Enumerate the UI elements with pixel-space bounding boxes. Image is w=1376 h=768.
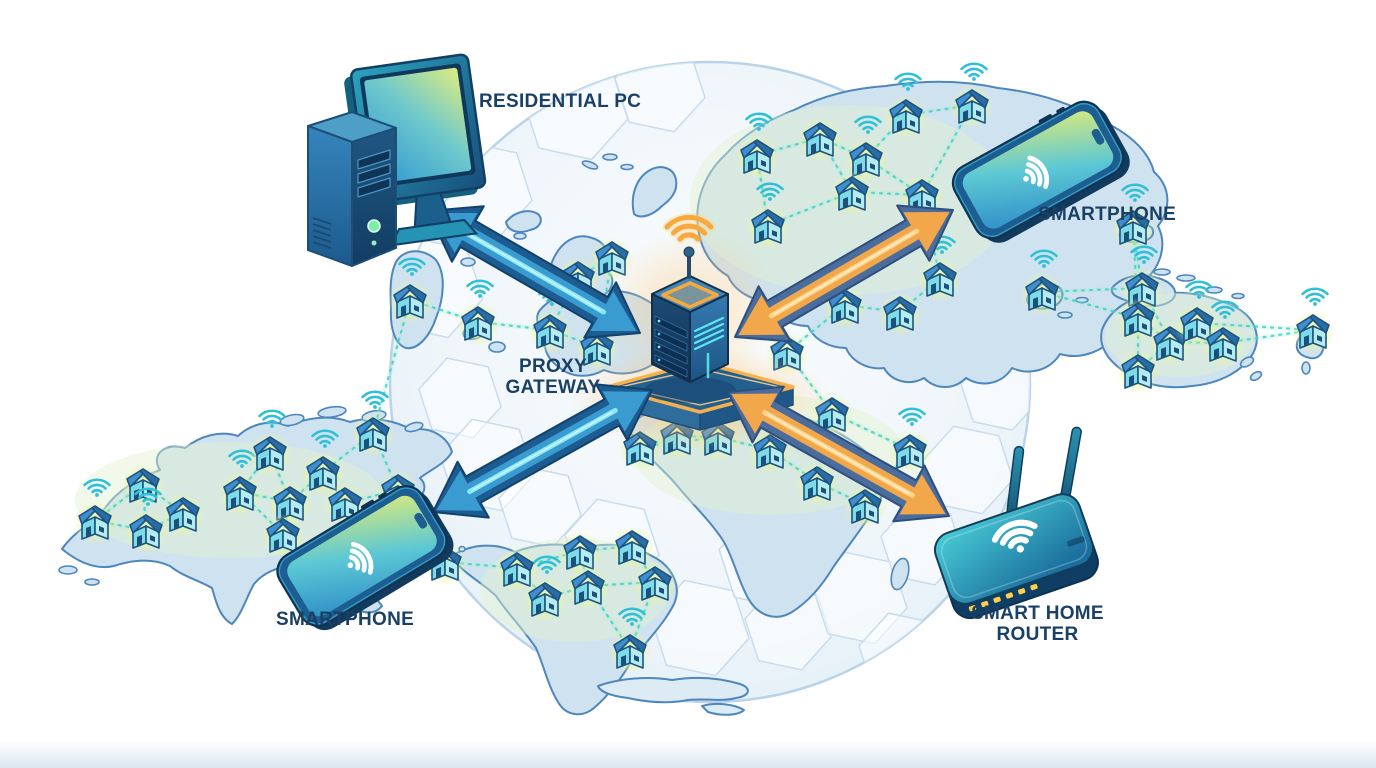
drive-bay	[357, 149, 391, 170]
server-rack-slots	[654, 315, 688, 378]
router-label-line2: ROUTER	[996, 624, 1079, 645]
smart-home-node	[218, 449, 262, 516]
smart-home-node	[1111, 183, 1155, 250]
smart-home-node	[1291, 287, 1335, 354]
smart-home-node	[495, 548, 539, 592]
smart-home-node	[528, 287, 572, 354]
proxy-gateway-line1: PROXY	[518, 356, 588, 377]
proxy-gateway-line2: GATEWAY	[505, 377, 601, 398]
smart-home-node	[124, 487, 168, 554]
smart-home-node	[633, 562, 677, 606]
blue-top-left-arrow-sheen	[467, 233, 601, 311]
smart-home-node	[830, 172, 874, 216]
router-port	[1066, 536, 1085, 547]
server-antenna	[683, 246, 695, 279]
antarctica-tail	[701, 702, 745, 716]
smart-home-node	[798, 118, 842, 162]
server-top-glow-ring	[661, 281, 719, 309]
smart-home-node	[1116, 298, 1160, 342]
connection-arrows	[427, 204, 954, 523]
island-cluster	[505, 210, 542, 233]
server-shadow	[644, 377, 736, 403]
smart-home-node	[918, 235, 962, 302]
smart-home-node	[161, 493, 205, 537]
continent-scandinavia	[631, 166, 678, 218]
smart-home-node	[608, 607, 652, 674]
smart-home-node	[456, 279, 500, 346]
label-residential-pc: RESIDENTIAL PC	[479, 91, 642, 112]
router-led-lights	[968, 583, 1038, 612]
orange-top-right-arrow-sheen	[773, 232, 915, 315]
smart-home-node	[566, 566, 610, 610]
smart-home-node	[351, 390, 395, 457]
pc-tower	[307, 111, 397, 267]
smart-home-node	[1201, 300, 1245, 367]
wifi-signal-orange-icon	[662, 212, 716, 244]
drive-bay	[357, 163, 391, 184]
continent-antarctica	[597, 676, 749, 704]
bottom-haze	[0, 740, 1376, 768]
smart-home-node	[1116, 350, 1160, 394]
smart-home-node	[746, 182, 790, 249]
smart-home-node	[248, 409, 292, 476]
smart-home-node	[888, 407, 932, 474]
smart-home-node	[261, 514, 305, 558]
blue-bottom-left-arrow-sheen	[472, 411, 613, 491]
smart-home-node	[950, 62, 994, 129]
router-body	[933, 493, 1099, 620]
smart-home-node	[558, 531, 602, 575]
smart-home-node	[795, 439, 839, 506]
label-smart-home-router: SMART HOME ROUTER	[950, 603, 1125, 645]
label-smartphone-bottom-left: SMARTPHONE	[276, 609, 415, 630]
smart-home-node	[1020, 249, 1064, 316]
smart-home-node	[610, 526, 654, 570]
router-label-line1: SMART HOME	[971, 603, 1104, 624]
power-button-light	[367, 219, 381, 233]
label-smartphone-top-right: SMARTPHONE	[1038, 204, 1177, 225]
smart-home-node	[523, 555, 567, 622]
label-proxy-gateway: PROXY GATEWAY	[478, 356, 628, 398]
drive-bay	[357, 177, 391, 198]
smart-home-node	[884, 72, 928, 139]
smart-home-node	[301, 429, 345, 496]
smart-home-node	[735, 112, 779, 179]
server-tower	[651, 275, 729, 383]
smart-home-node	[388, 257, 432, 324]
tower-vents	[312, 217, 332, 249]
orange-bottom-right-arrow-sheen	[767, 413, 910, 495]
residential-pc-device	[307, 53, 487, 267]
smart-home-node	[843, 462, 887, 529]
smart-home-router-device	[933, 426, 1099, 620]
server-panel-lights	[693, 316, 725, 379]
smart-home-node	[844, 115, 888, 182]
smart-home-node	[878, 292, 922, 336]
smart-home-node	[73, 478, 117, 545]
